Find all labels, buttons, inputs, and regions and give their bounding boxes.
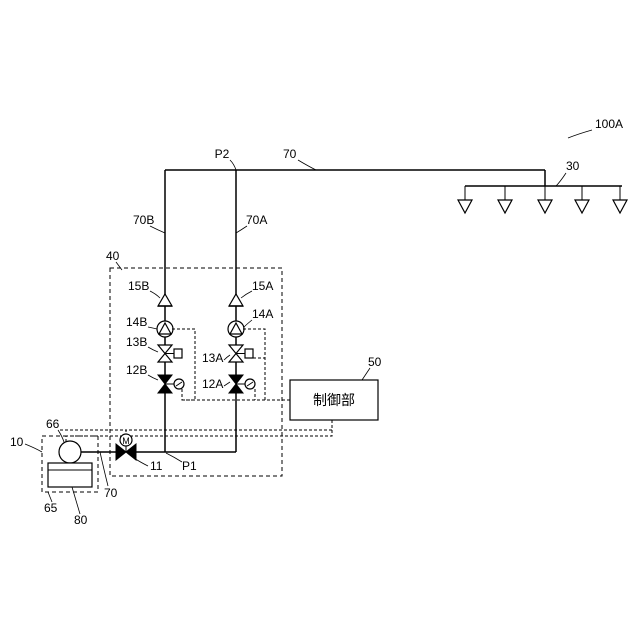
leader-p2	[230, 160, 236, 170]
leader-pipe-70	[298, 160, 316, 170]
leader-p1	[166, 453, 182, 462]
leader-valve-11	[134, 458, 148, 466]
leader-check-15a	[241, 291, 252, 298]
nozzle-3	[538, 186, 552, 213]
label-check-15b: 15B	[128, 279, 149, 293]
label-pipe-70-lower: 70	[104, 486, 118, 500]
label-nozzles-30: 30	[566, 159, 580, 173]
label-valve-11: 11	[150, 459, 163, 473]
label-valve-12b: 12B	[126, 363, 147, 377]
label-valve-13b: 13B	[126, 335, 147, 349]
leader-valve-13b	[148, 347, 158, 352]
label-pump-66: 66	[46, 417, 60, 431]
leader-valve-12b	[148, 375, 158, 380]
leader-tank-80	[72, 487, 80, 514]
label-pipe-70: 70	[283, 147, 297, 161]
check-valve-15a	[229, 294, 243, 306]
label-pipe-70a: 70A	[246, 213, 267, 227]
controller-label: 制御部	[313, 393, 355, 409]
label-tank-80: 80	[74, 513, 88, 527]
valve-12b	[158, 375, 184, 393]
leader-valve-12a	[224, 382, 230, 386]
leader-pipe-70a	[236, 226, 247, 233]
label-p2: P2	[215, 147, 230, 161]
label-unit-40: 40	[106, 249, 120, 263]
label-pump-14b: 14B	[126, 315, 147, 329]
leader-pipe-70-lower	[100, 452, 108, 486]
leader-nozzles-30	[556, 173, 566, 186]
valve-12a	[229, 375, 255, 393]
nozzle-2	[498, 186, 512, 213]
pump-14b	[157, 321, 173, 337]
controller-50: 制御部	[290, 380, 378, 420]
motor-m-mark: M	[122, 436, 130, 446]
label-system-100a: 100A	[595, 117, 623, 131]
leader-pipe-70b	[150, 226, 165, 233]
valve-13b	[158, 345, 182, 362]
leader-pump-14a	[244, 320, 252, 327]
leader-pump-14b	[148, 327, 157, 329]
label-p1: P1	[182, 459, 197, 473]
valve-13a	[229, 345, 253, 362]
source-pump-66	[59, 441, 88, 463]
leader-source-10	[25, 444, 42, 452]
tank-80	[48, 463, 92, 487]
label-controller-50: 50	[368, 355, 382, 369]
label-valve-12a: 12A	[202, 377, 223, 391]
label-check-15a: 15A	[252, 279, 273, 293]
leader-valve-13a	[224, 355, 230, 360]
leader-unit-40	[116, 262, 122, 270]
nozzle-array	[458, 170, 627, 213]
label-valve-13a: 13A	[202, 351, 223, 365]
nozzle-5	[613, 186, 627, 213]
nozzle-1	[458, 186, 472, 213]
leader-controller-50	[362, 368, 370, 380]
check-valve-15b	[158, 294, 172, 306]
leader-system-100a	[568, 130, 592, 138]
main-valve-11: M	[116, 434, 136, 460]
pump-14a	[228, 321, 244, 337]
label-pipe-70b: 70B	[133, 213, 154, 227]
label-pump-14a: 14A	[252, 307, 273, 321]
label-box-65: 65	[44, 501, 58, 515]
leader-check-15b	[150, 291, 160, 298]
label-source-10: 10	[10, 435, 24, 449]
nozzle-4	[575, 186, 589, 213]
